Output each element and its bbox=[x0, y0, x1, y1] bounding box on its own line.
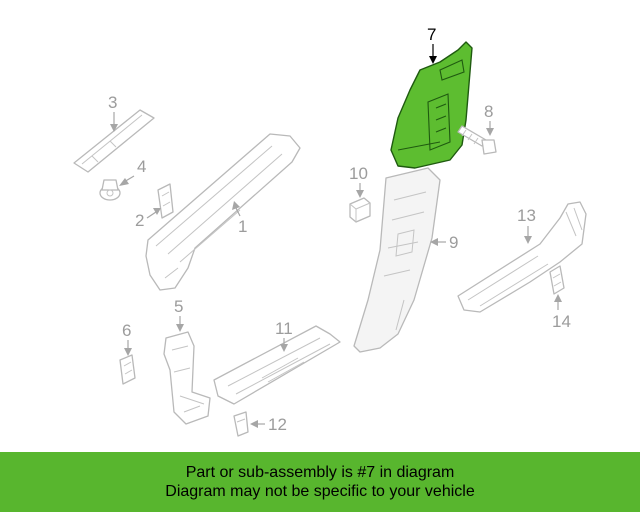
callout-1-label: 1 bbox=[238, 217, 247, 236]
callout-4[interactable]: 4 bbox=[119, 157, 146, 186]
part-4[interactable] bbox=[99, 179, 121, 201]
callout-5[interactable]: 5 bbox=[174, 297, 184, 332]
callout-9[interactable]: 9 bbox=[430, 233, 458, 252]
callout-1[interactable]: 1 bbox=[232, 201, 247, 236]
part-2[interactable] bbox=[157, 183, 174, 219]
callout-11-label: 11 bbox=[275, 319, 293, 338]
callout-12[interactable]: 12 bbox=[250, 415, 287, 434]
callout-14[interactable]: 14 bbox=[552, 294, 571, 331]
callout-13-label: 13 bbox=[517, 206, 536, 225]
parts-diagram: 3 4 2 1 7 bbox=[73, 25, 587, 437]
part-10[interactable] bbox=[349, 197, 371, 223]
part-6[interactable] bbox=[119, 354, 136, 385]
callout-7[interactable]: 7 bbox=[427, 25, 437, 64]
callout-3[interactable]: 3 bbox=[108, 93, 118, 132]
callout-3-label: 3 bbox=[108, 93, 117, 112]
callout-6-label: 6 bbox=[122, 321, 131, 340]
callout-10-label: 10 bbox=[349, 164, 368, 183]
banner-line-1: Part or sub-assembly is #7 in diagram bbox=[185, 464, 455, 481]
callout-7-label: 7 bbox=[427, 25, 436, 44]
callout-13[interactable]: 13 bbox=[517, 206, 536, 244]
part-5[interactable] bbox=[163, 331, 211, 425]
banner-line-2: Diagram may not be specific to your vehi… bbox=[165, 483, 475, 500]
part-7[interactable] bbox=[390, 41, 473, 169]
callout-8[interactable]: 8 bbox=[484, 102, 494, 136]
part-9[interactable] bbox=[353, 167, 441, 353]
part-1[interactable] bbox=[145, 133, 301, 291]
callout-14-label: 14 bbox=[552, 312, 571, 331]
part-11[interactable] bbox=[213, 325, 341, 405]
part-3[interactable] bbox=[73, 109, 155, 173]
callout-8-label: 8 bbox=[484, 102, 493, 121]
part-13[interactable] bbox=[457, 201, 587, 313]
callout-12-label: 12 bbox=[268, 415, 287, 434]
callout-5-label: 5 bbox=[174, 297, 183, 316]
info-banner: Part or sub-assembly is #7 in diagram Di… bbox=[0, 452, 640, 512]
callout-9-label: 9 bbox=[449, 233, 458, 252]
part-12[interactable] bbox=[233, 411, 249, 437]
part-14[interactable] bbox=[549, 265, 565, 295]
callout-2-label: 2 bbox=[135, 211, 144, 230]
callout-6[interactable]: 6 bbox=[122, 321, 132, 356]
callout-10[interactable]: 10 bbox=[349, 164, 368, 198]
callout-4-label: 4 bbox=[137, 157, 146, 176]
callout-2[interactable]: 2 bbox=[135, 208, 161, 230]
callout-11[interactable]: 11 bbox=[275, 319, 293, 352]
part-8[interactable] bbox=[457, 125, 497, 155]
